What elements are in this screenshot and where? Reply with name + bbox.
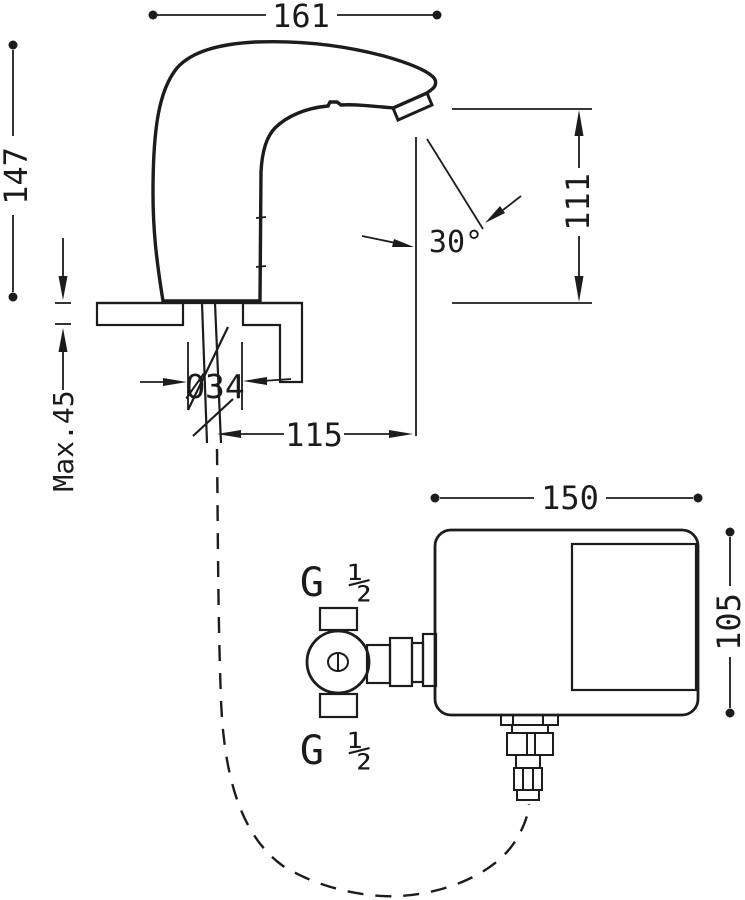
leader-arrow-right: [392, 239, 414, 247]
arrow-down: [58, 276, 68, 300]
leader-arrow-downleft: [485, 206, 505, 223]
dim-spout-reach: 161: [148, 0, 442, 35]
dim-dot: [725, 708, 735, 718]
dim-max-deck: Max.45: [47, 238, 80, 492]
thread-label-top: G ½: [300, 560, 372, 606]
pipe-break-slash-2: [192, 398, 234, 437]
sensor-window: [570, 542, 698, 692]
dim-label-111: 111: [559, 173, 597, 231]
pipe-left: [200, 302, 209, 444]
coupling-neck: [410, 641, 425, 684]
dim-dot: [693, 493, 703, 503]
faucet-body: [151, 39, 438, 303]
dim-hole-diameter: Ø34: [140, 342, 292, 410]
spray-angle-annotation: 30°: [361, 137, 522, 436]
outlet-flange: [500, 714, 559, 726]
arrow-down: [574, 276, 584, 302]
valve-bottom-port: [318, 692, 359, 719]
supply-pipes: [187, 302, 234, 444]
coupling-nut-2: [421, 632, 438, 688]
inlet-valve: G ½ G ½: [300, 560, 438, 774]
coupling-nut-1: [388, 636, 414, 688]
outlet-fitting: [500, 714, 559, 801]
outlet-nut-2: [513, 767, 543, 791]
dim-label-147: 147: [0, 147, 35, 205]
angle-label-30: 30°: [429, 225, 483, 260]
arrow-up: [574, 110, 584, 136]
pipe-break-slash-1: [187, 326, 229, 411]
counter-left-hatch: [95, 301, 185, 327]
dim-label-161: 161: [272, 0, 330, 35]
outlet-hex-nut: [506, 732, 554, 756]
dim-label-115: 115: [285, 416, 343, 454]
dim-dot: [432, 10, 442, 20]
valve-top-port: [318, 606, 359, 632]
arrow-left: [243, 377, 267, 385]
outlet-tip: [516, 789, 540, 801]
flexible-hose: [215, 448, 531, 898]
spout-aerator: [391, 91, 434, 122]
counter-right-hatch: [241, 301, 304, 384]
dim-dot: [8, 292, 18, 302]
dim-dot: [8, 40, 18, 50]
arrow-right: [163, 378, 187, 386]
dim-label-max45: Max.45: [47, 390, 80, 491]
dim-label-dia34: Ø34: [185, 367, 245, 406]
dim-label-105: 105: [710, 593, 745, 651]
dim-dot: [725, 527, 735, 537]
body-joint-tick-2: [255, 265, 267, 268]
valve-outlet-pipe: [365, 643, 392, 685]
thread-label-bottom: G ½: [300, 728, 372, 774]
control-box: [433, 528, 700, 717]
dim-box-width: 150: [430, 479, 703, 517]
pipe-right: [213, 302, 223, 444]
dim-label-150: 150: [541, 479, 599, 517]
dim-dot: [430, 493, 440, 503]
hose-dashed-curve: [215, 448, 531, 898]
control-box-body: [433, 528, 700, 717]
angled-stream-line: [426, 138, 484, 230]
valve-body: [305, 629, 371, 695]
dim-outlet-height: 111: [452, 108, 597, 304]
arrow-up: [58, 328, 68, 352]
dim-box-height: 105: [710, 527, 745, 718]
outlet-neck-1: [511, 724, 549, 734]
dim-faucet-height: 147: [0, 40, 35, 302]
arrow-right: [389, 430, 413, 438]
arrow-left: [217, 430, 241, 438]
outlet-neck-2: [515, 754, 541, 769]
body-joint-tick-1: [255, 216, 267, 219]
faucet-outline: [151, 39, 438, 303]
dim-dot: [148, 10, 158, 20]
countertop-section: [95, 301, 304, 384]
dim-stream-offset: 115: [217, 416, 413, 454]
